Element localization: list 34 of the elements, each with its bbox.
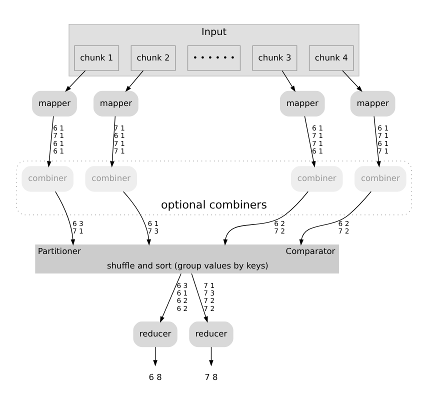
arrow [123, 191, 151, 246]
arrow [47, 116, 54, 168]
arrow [191, 273, 208, 323]
arrow [299, 191, 372, 246]
arrow [160, 273, 182, 323]
arrow [223, 191, 308, 246]
node-box: combiner [85, 166, 137, 192]
node-box: combiner [290, 166, 343, 192]
node-text: 6 8 [148, 372, 162, 382]
node-box: chunk 2 [130, 45, 176, 71]
arrow [304, 116, 316, 168]
node-box: chunk 3 [252, 45, 298, 71]
arrow [282, 70, 296, 92]
node-box: combiner [354, 166, 406, 192]
arrow [374, 116, 381, 168]
arrow [110, 116, 116, 168]
arrow [209, 346, 214, 366]
node-box: reducer [133, 322, 178, 348]
node-box: mapper [32, 90, 77, 116]
arrow [55, 191, 76, 246]
arrow [153, 346, 158, 366]
arrow [65, 70, 86, 92]
node-box: mapper [94, 90, 138, 116]
node-box: chunk 4 [308, 45, 354, 71]
node-box: • • • • • • [187, 45, 241, 71]
node-box: mapper [280, 90, 325, 116]
node-box: reducer [189, 322, 234, 348]
arrow [125, 70, 144, 92]
node-text: 7 8 [204, 372, 218, 382]
node-box: combiner [22, 166, 74, 192]
node-box: chunk 1 [74, 45, 120, 71]
node-box: mapper [350, 90, 396, 116]
node-box: Partitioner Comparator shuffle and sort (group values by keys) [35, 244, 339, 274]
arrow [342, 70, 362, 92]
